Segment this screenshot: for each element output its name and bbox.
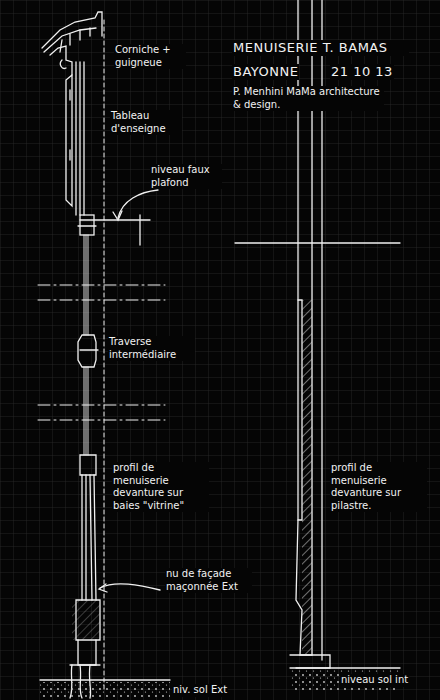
part-label: Tableau d'enseigne (110, 110, 182, 135)
part-label: Traverse intermédiaire (108, 336, 195, 361)
drawing-title: MENUISERIE T. BAMAS (232, 40, 409, 56)
note-label: profil de menuiserie devanture sur pilas… (330, 462, 427, 512)
part-label: Corniche + guigneue (114, 44, 186, 69)
note-label: profil de menuiserie devanture sur baies… (112, 462, 209, 512)
level-label: niveau faux plafond (150, 164, 222, 189)
author-credit: P. Menhini MaMa architecture & design. (232, 86, 384, 111)
place-name: BAYONNE (232, 64, 299, 80)
level-label: niv. sol Ext (172, 684, 228, 697)
level-label: niveau sol int (340, 674, 409, 687)
note-label: nu de façade maçonnée Ext (165, 568, 252, 593)
date: 21 10 13 (330, 64, 394, 80)
